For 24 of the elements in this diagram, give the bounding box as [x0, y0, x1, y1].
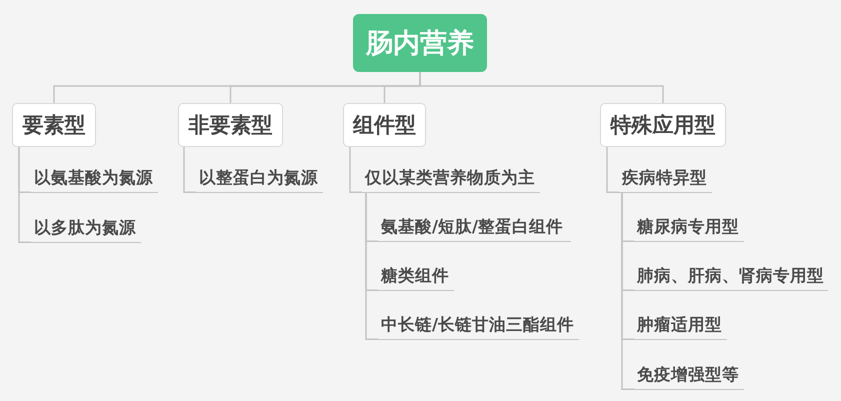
underlined-label: 糖尿病专用型: [634, 215, 744, 242]
connector-line: [621, 193, 634, 390]
category-box: 非要素型: [178, 103, 283, 147]
connector-line: [606, 147, 619, 193]
category-box: 要素型: [12, 103, 96, 147]
underlined-label: 肿瘤适用型: [634, 313, 727, 340]
underlined-label: 免疫增强型等: [634, 363, 744, 390]
connector-line: [365, 193, 378, 340]
underlined-label: 糖类组件: [378, 264, 454, 291]
root-box: 肠内营养: [353, 14, 487, 72]
underlined-label: 疾病特异型: [619, 166, 712, 193]
underlined-label: 以整蛋白为氮源: [196, 166, 323, 193]
underlined-label: 以多肽为氮源: [31, 216, 141, 243]
category-box: 特殊应用型: [600, 103, 726, 147]
underlined-label: 肺病、肝病、肾病专用型: [634, 264, 828, 291]
underlined-label: 以氨基酸为氮源: [31, 166, 158, 193]
underlined-label: 氨基酸/短肽/整蛋白组件: [378, 215, 571, 242]
category-box: 组件型: [343, 103, 426, 147]
connector-line: [419, 72, 664, 103]
connector-line: [183, 147, 196, 193]
underlined-label: 仅以某类营养物质为主: [362, 166, 540, 193]
underlined-label: 中长链/长链甘油三酯组件: [378, 313, 579, 340]
connector-line: [349, 147, 362, 193]
connector-line: [18, 147, 31, 243]
